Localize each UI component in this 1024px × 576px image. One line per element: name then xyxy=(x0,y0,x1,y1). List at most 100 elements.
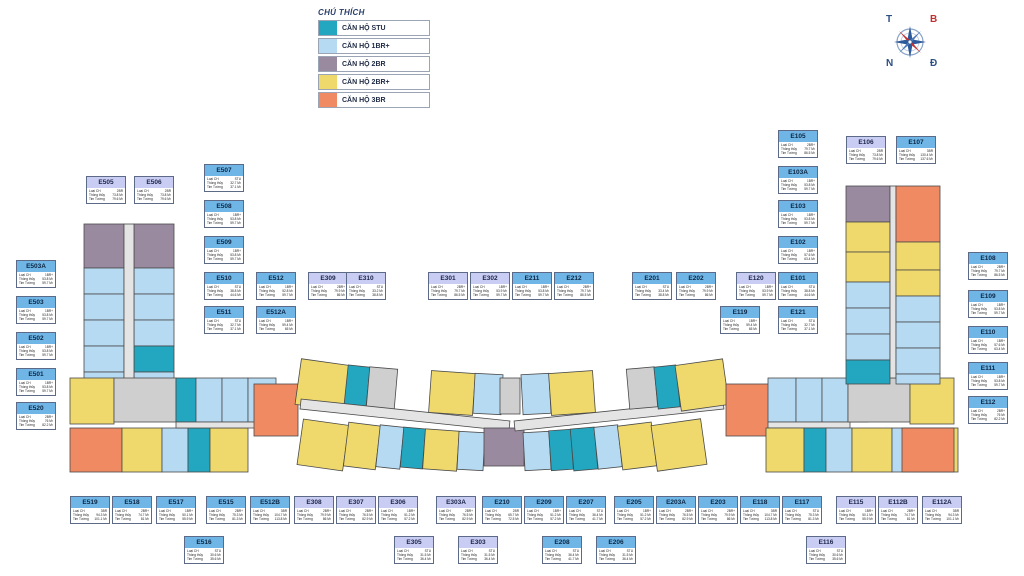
unit-row-label: Tim Tường xyxy=(339,517,355,522)
unit-row-value: 86 M² xyxy=(726,517,735,522)
unit-row-value: STU xyxy=(808,319,815,323)
unit-row-label: Thông thủy xyxy=(207,289,223,294)
unit-row-label: Loại CH xyxy=(971,303,983,307)
apartment-block xyxy=(69,427,123,473)
unit-row-value: 59.7 M² xyxy=(762,293,773,298)
unit-row-value: 59.7 M² xyxy=(42,317,53,322)
unit-row-label: Loại CH xyxy=(701,509,713,513)
unit-row-label: Thông thủy xyxy=(617,513,633,518)
apartment-block xyxy=(422,428,460,472)
core xyxy=(365,366,399,410)
apartment-block xyxy=(121,427,163,473)
unit-row-label: Loại CH xyxy=(115,509,127,513)
apartment-block xyxy=(616,421,658,471)
unit-row-value: 86 M² xyxy=(336,293,345,298)
unit-row-value: 57.6 M² xyxy=(804,253,815,258)
unit-row-value: 2BR+ xyxy=(456,285,465,289)
unit-row-label: Tim Tường xyxy=(159,517,175,522)
unit-row-value: 44.6 M² xyxy=(804,293,815,298)
unit-row-value: 53.8 M² xyxy=(994,307,1005,312)
unit-row-label: Thông thủy xyxy=(679,289,695,294)
unit-row-value: 36.4 M² xyxy=(622,557,633,562)
unit-row-value: 82.2 M² xyxy=(42,423,53,428)
unit-row-label: Tim Tường xyxy=(259,293,275,298)
unit-row-label: Loại CH xyxy=(515,285,527,289)
unit-code: E520 xyxy=(17,403,55,414)
apartment-block xyxy=(825,427,853,473)
unit-code: E203A xyxy=(657,497,695,508)
unit-row-value: 57.2 M² xyxy=(404,517,415,522)
unit-row-value: STU xyxy=(376,285,383,289)
compass-east: Đ xyxy=(930,58,938,69)
unit-row-value: 72.5 M² xyxy=(508,517,519,522)
unit-row-label: Thông thủy xyxy=(19,277,35,282)
apartment-block xyxy=(133,345,175,373)
unit-row-label: Thông thủy xyxy=(187,553,203,558)
unit-row-value: 32.7 M² xyxy=(230,181,241,186)
unit-row-label: Tim Tường xyxy=(971,273,987,278)
unit-row-label: Tim Tường xyxy=(187,557,203,562)
unit-row-value: 53.8 M² xyxy=(42,385,53,390)
unit-row-label: Loại CH xyxy=(259,319,271,323)
unit-row-label: Loại CH xyxy=(19,345,31,349)
unit-row-label: Loại CH xyxy=(19,273,31,277)
unit-row-value: 2BR+ xyxy=(464,509,473,513)
corridor xyxy=(767,421,851,429)
unit-row-value: 44.6 M² xyxy=(230,293,241,298)
unit-row-value: 59.4 M² xyxy=(282,323,293,328)
unit-row-value: 1BR+ xyxy=(284,319,293,323)
unit-row-value: 38.8 M² xyxy=(658,293,669,298)
unit-row-value: 2BR+ xyxy=(336,285,345,289)
unit-code: E202 xyxy=(677,273,715,284)
unit-row-value: 1BR+ xyxy=(552,509,561,513)
unit-row-label: Thông thủy xyxy=(73,513,89,518)
unit-row-label: Tim Tường xyxy=(439,517,455,522)
unit-row-value: 2BR+ xyxy=(996,265,1005,269)
unit-row-label: Loại CH xyxy=(569,509,581,513)
unit-row-value: 1BR+ xyxy=(44,309,53,313)
unit-code: E512 xyxy=(257,273,295,284)
unit-row-value: 86.5 M² xyxy=(454,293,465,298)
unit-row-value: 81 M² xyxy=(906,517,915,522)
apartment-block xyxy=(650,418,708,472)
unit-row-value: 53.8 M² xyxy=(42,313,53,318)
unit-row-label: Thông thủy xyxy=(461,553,477,558)
unit-row-value: 79.6 M² xyxy=(160,197,171,202)
unit-row-value: 73.8 M² xyxy=(872,153,883,158)
unit-row-value: 3BR xyxy=(952,509,959,513)
unit-row-value: 51.2 M² xyxy=(404,513,415,518)
